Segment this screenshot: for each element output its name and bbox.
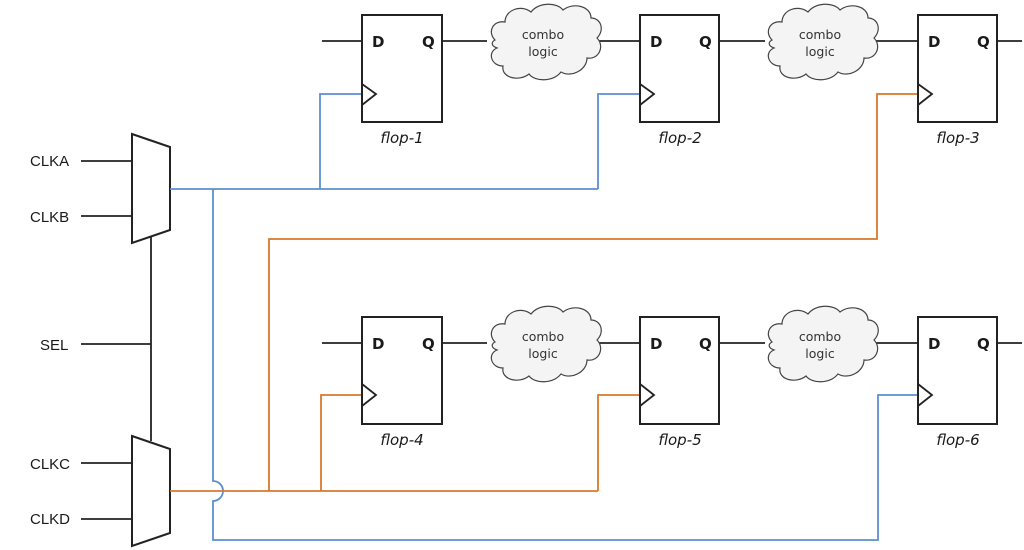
sel-label: SEL xyxy=(40,337,68,354)
cloud-3-line1: combo xyxy=(522,329,564,344)
flop-5-label: flop-5 xyxy=(658,431,701,449)
cloud-4-line2: logic xyxy=(805,346,835,361)
flop-1: D Q flop-1 xyxy=(361,14,443,147)
flop-6-clock-pin-icon xyxy=(917,383,934,407)
cloud-4-icon xyxy=(767,305,879,383)
flop-3-clock-pin-icon xyxy=(917,83,934,106)
flop-3-body xyxy=(917,14,998,123)
combo-logic-cloud-4: combo logic xyxy=(767,305,879,383)
clock-cd-to-flop-5 xyxy=(597,394,640,491)
combo-logic-cloud-3: combo logic xyxy=(490,305,602,383)
flop-2-body xyxy=(639,14,720,123)
flop-3: D Q flop-3 xyxy=(917,14,998,147)
flop-2-q-pin: Q xyxy=(699,33,712,51)
flop-4-clock-pin-icon xyxy=(361,383,378,407)
clock-ab-to-flop-2 xyxy=(597,93,640,189)
clock-ab-to-flop-6 xyxy=(212,189,918,541)
input-clkb: CLKB xyxy=(30,209,132,226)
cloud-2-line2: logic xyxy=(805,44,835,59)
input-clka: CLKA xyxy=(30,153,132,170)
cloud-1-line2: logic xyxy=(528,44,558,59)
flop-5: D Q flop-5 xyxy=(639,316,720,449)
flop-5-d-pin: D xyxy=(650,335,662,353)
flop-6-body xyxy=(917,316,998,425)
cloud-2-line1: combo xyxy=(799,27,841,42)
flop-6-q-pin: Q xyxy=(977,335,990,353)
flop-4-body xyxy=(361,316,443,425)
flop-2-clock-pin-icon xyxy=(639,83,656,106)
flop-6-label: flop-6 xyxy=(936,431,979,449)
flop-5-q-pin: Q xyxy=(699,335,712,353)
flop-3-q-pin: Q xyxy=(977,33,990,51)
flop-1-q-pin: Q xyxy=(422,33,435,51)
cloud-1-line1: combo xyxy=(522,27,564,42)
flop-4-d-pin: D xyxy=(372,335,384,353)
flop-4: D Q flop-4 xyxy=(361,316,443,449)
flop-3-label: flop-3 xyxy=(936,129,979,147)
clock-ab-to-flop-1 xyxy=(319,93,362,189)
input-clkd: CLKD xyxy=(30,511,132,528)
combo-logic-cloud-1: combo logic xyxy=(490,3,602,81)
clkd-label: CLKD xyxy=(30,511,70,528)
flop-1-clock-pin-icon xyxy=(361,83,378,106)
input-clkc: CLKC xyxy=(30,456,132,473)
mux-cd xyxy=(131,434,171,548)
flop-2: D Q flop-2 xyxy=(639,14,720,147)
flop-5-clock-pin-icon xyxy=(639,383,656,407)
flop-2-d-pin: D xyxy=(650,33,662,51)
flop-2-label: flop-2 xyxy=(658,129,701,147)
cloud-3-icon xyxy=(490,305,602,383)
flop-6: D Q flop-6 xyxy=(917,316,998,449)
clka-label: CLKA xyxy=(30,153,69,170)
flop-1-body xyxy=(361,14,443,123)
clkc-label: CLKC xyxy=(30,456,70,473)
flop-1-d-pin: D xyxy=(372,33,384,51)
clock-net-ab xyxy=(170,93,918,541)
clock-net-cd xyxy=(170,93,918,492)
cloud-4-line1: combo xyxy=(799,329,841,344)
combo-logic-cloud-2: combo logic xyxy=(767,3,879,81)
clock-cd-to-flop-4 xyxy=(320,394,362,491)
flop-4-q-pin: Q xyxy=(422,335,435,353)
cloud-3-line2: logic xyxy=(528,346,558,361)
mux-ab xyxy=(131,132,171,245)
flop-3-d-pin: D xyxy=(928,33,940,51)
flop-5-body xyxy=(639,316,720,425)
input-sel: SEL xyxy=(40,237,152,441)
clock-cd-to-flop-3 xyxy=(268,93,918,491)
flop-1-label: flop-1 xyxy=(380,129,423,147)
flop-4-label: flop-4 xyxy=(380,431,423,449)
flop-6-d-pin: D xyxy=(928,335,940,353)
clkb-label: CLKB xyxy=(30,209,69,226)
